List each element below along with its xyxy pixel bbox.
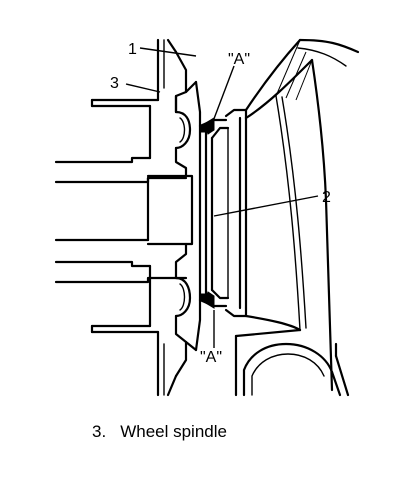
figure-caption: 3. Wheel spindle <box>92 422 227 442</box>
leader-a-top <box>211 65 235 125</box>
oil-seal <box>198 117 230 309</box>
caption-text: Wheel spindle <box>120 422 227 441</box>
callout-1: 1 <box>128 41 137 58</box>
hub-housing <box>224 38 360 397</box>
callout-3: 3 <box>110 75 119 92</box>
caption-number: 3. <box>92 422 107 441</box>
callout-a-bottom: "A" <box>200 349 222 366</box>
leader-3 <box>125 83 161 93</box>
spindle-body <box>54 38 194 397</box>
leader-1 <box>139 47 197 57</box>
callout-a-top: "A" <box>228 51 250 68</box>
leader-lines <box>125 47 319 348</box>
knuckle-section <box>166 38 202 397</box>
callout-2: 2 <box>322 189 331 206</box>
leader-2 <box>213 195 319 217</box>
